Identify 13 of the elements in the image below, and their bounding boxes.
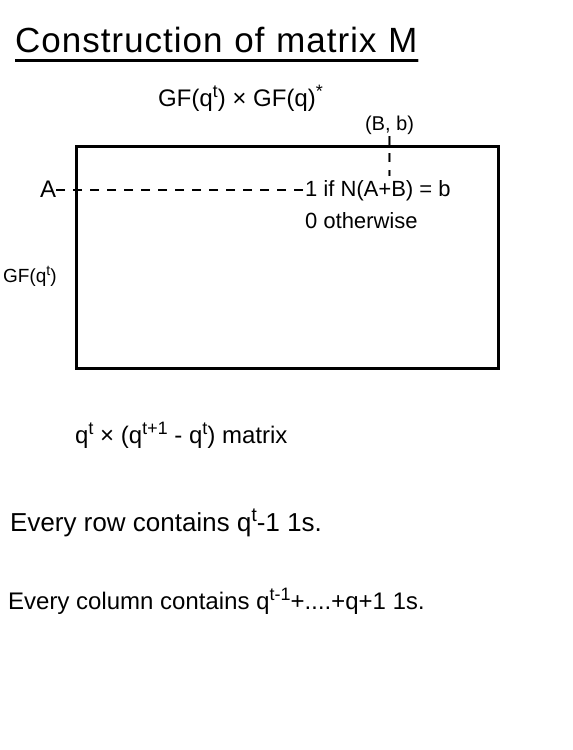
row-element-label: A	[40, 176, 56, 204]
column-element-label: (B, b)	[365, 112, 414, 136]
matrix-entry-text: 0 otherwise	[305, 208, 418, 234]
matrix-size-note: q$^{t}$ × (q$^{t+1}$ - q$^{t}$) matrix	[75, 420, 288, 451]
matrix-entry-text: 1 if N(A+B) = b	[305, 176, 451, 202]
diagram-title: Construction of matrix M	[15, 20, 418, 62]
column-index-label: GF(q$^{t}$) × GF(q)$^{*}$	[158, 84, 323, 114]
matrix-box	[75, 145, 500, 370]
column-count-note: Every column contains q$^{t-1}$+....+q+1 1s.	[8, 585, 425, 617]
dashed-guide-line	[56, 189, 305, 191]
dashed-guide-line	[388, 136, 390, 176]
row-index-label: GF(q$^{t}$)	[3, 264, 57, 289]
row-count-note: Every row contains q$^{t}$-1 1s.	[10, 505, 322, 539]
